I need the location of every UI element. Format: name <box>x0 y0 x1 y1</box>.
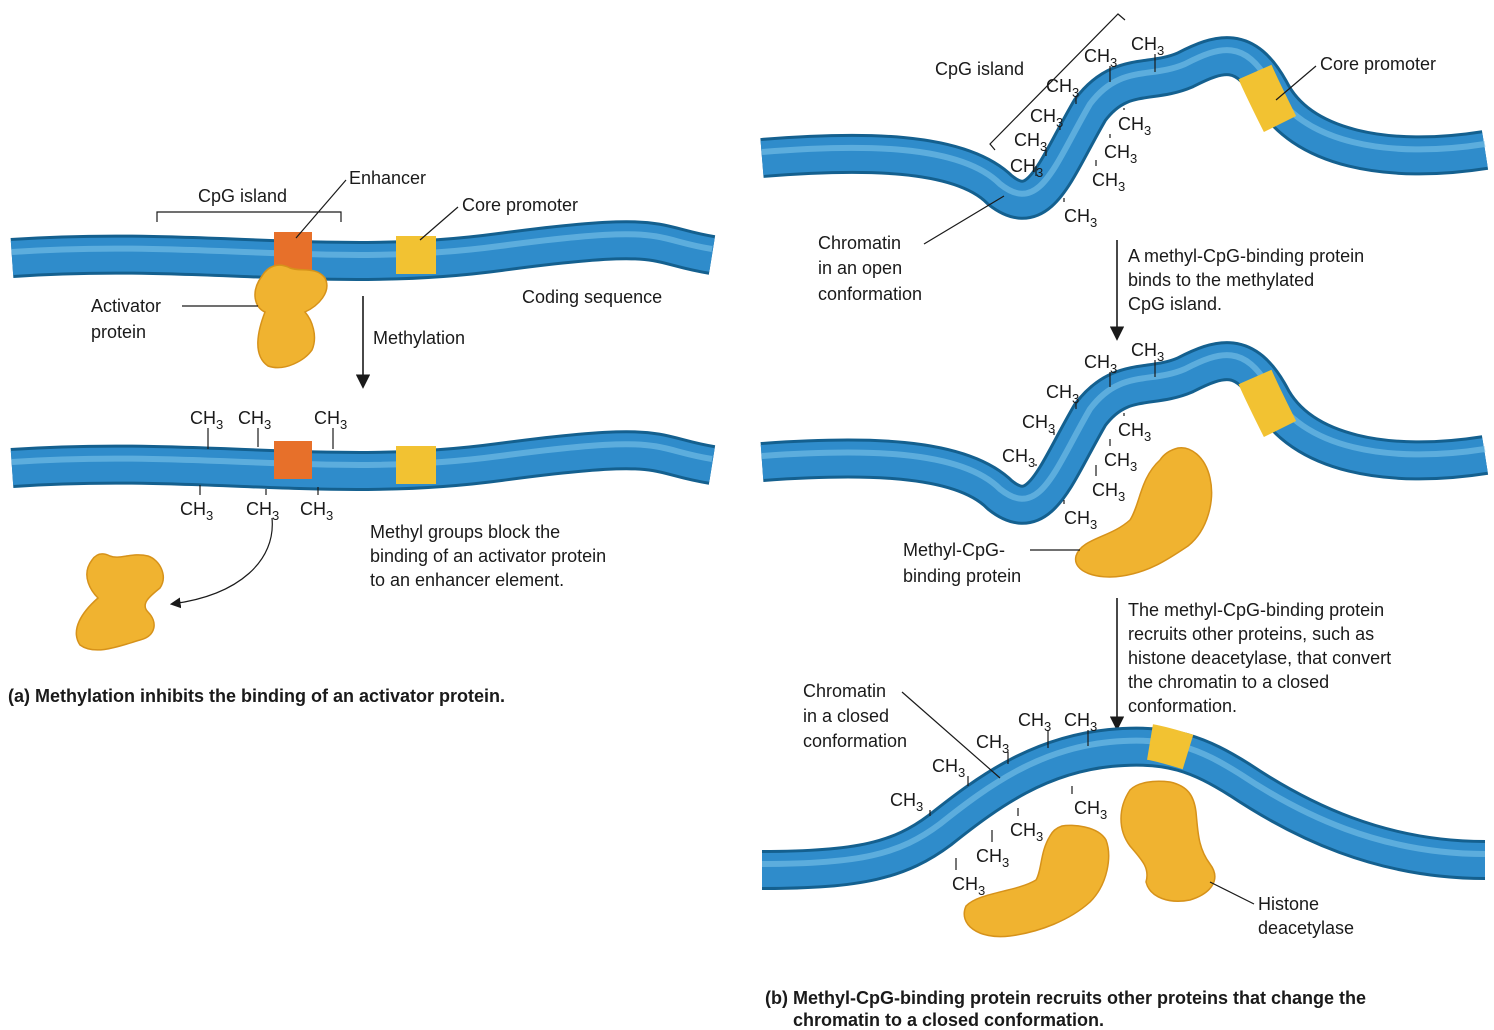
methyl-note-2: binding of an activator protein <box>370 546 606 566</box>
ch3-label: CH3 <box>1064 508 1097 532</box>
ch3-label: CH3 <box>1002 446 1035 470</box>
step1-note-2: binds to the methylated <box>1128 270 1314 290</box>
ch3-label: CH3 <box>1104 450 1137 474</box>
ch3-label: CH3 <box>890 790 923 814</box>
step2-note-2: recruits other proteins, such as <box>1128 624 1374 644</box>
methylation-label: Methylation <box>373 328 465 348</box>
panel-a: CpG island Enhancer Core promoter Activa… <box>8 168 712 706</box>
core-promoter-segment-closed <box>1150 742 1188 752</box>
activator-protein-bound <box>255 265 327 367</box>
step2-note-1: The methyl-CpG-binding protein <box>1128 600 1384 620</box>
coding-sequence-label: Coding sequence <box>522 287 662 307</box>
ch3-label: CH3 <box>1118 420 1151 444</box>
open-label-2: in an open <box>818 258 902 278</box>
mbp-label-1: Methyl-CpG- <box>903 540 1005 560</box>
core-promoter-segment-open <box>1255 72 1280 124</box>
activator-label-2: protein <box>91 322 146 342</box>
step2-note-5: conformation. <box>1128 696 1237 716</box>
ch3-label: CH3 <box>246 499 279 523</box>
ch3-label: CH3 <box>1131 34 1164 58</box>
open-label-3: conformation <box>818 284 922 304</box>
ch3-label: CH3 <box>1010 820 1043 844</box>
ch3-label: CH3 <box>1104 142 1137 166</box>
step2-note-4: the chromatin to a closed <box>1128 672 1329 692</box>
ch3-label: CH3 <box>1092 480 1125 504</box>
methyl-note-1: Methyl groups block the <box>370 522 560 542</box>
ch3-label: CH3 <box>180 499 213 523</box>
panel-a-caption: (a) Methylation inhibits the binding of … <box>8 686 505 706</box>
core-promoter-segment-bound <box>1255 377 1280 429</box>
panel-b: CpG island Core promoter CH3CH3CH3CH3CH3… <box>762 14 1485 1030</box>
dna-strand-unmethylated <box>12 232 712 274</box>
histone-deacetylase-protein <box>1121 781 1215 901</box>
ch3-label: CH3 <box>190 408 223 432</box>
core-promoter-segment-methylated <box>396 446 436 484</box>
ch3-label: CH3 <box>932 756 965 780</box>
ch3-label: CH3 <box>238 408 271 432</box>
panel-b-caption-1: (b) Methyl-CpG-binding protein recruits … <box>765 988 1366 1008</box>
ch3-label: CH3 <box>1092 170 1125 194</box>
core-promoter-label: Core promoter <box>462 195 578 215</box>
core-promoter-segment <box>396 236 436 274</box>
ch3-label: CH3 <box>952 874 985 898</box>
closed-label-3: conformation <box>803 731 907 751</box>
enhancer-segment <box>274 232 312 270</box>
core-promoter-label-b: Core promoter <box>1320 54 1436 74</box>
closed-label-2: in a closed <box>803 706 889 726</box>
ch3-label: CH3 <box>1084 352 1117 376</box>
enhancer-segment-methylated <box>274 441 312 479</box>
ch3-label: CH3 <box>976 846 1009 870</box>
ch3-label: CH3 <box>1046 76 1079 100</box>
enhancer-label: Enhancer <box>349 168 426 188</box>
ch3-label: CH3 <box>1131 340 1164 364</box>
ch3-label: CH3 <box>1064 206 1097 230</box>
ch3-label: CH3 <box>314 408 347 432</box>
cpg-island-label: CpG island <box>198 186 287 206</box>
ch3-label: CH3 <box>1030 106 1063 130</box>
dna-strand-methylated <box>12 441 712 484</box>
ch3-label: CH3 <box>1064 710 1097 734</box>
methyl-note-3: to an enhancer element. <box>370 570 564 590</box>
release-arrow <box>172 518 272 604</box>
panel-b-caption-2: chromatin to a closed conformation. <box>793 1010 1104 1030</box>
step1-note-3: CpG island. <box>1128 294 1222 314</box>
ch3-label: CH3 <box>1046 382 1079 406</box>
ch3-label: CH3 <box>976 732 1009 756</box>
mbp-label-2: binding protein <box>903 566 1021 586</box>
ch3-label: CH3 <box>1022 412 1055 436</box>
ch3-label: CH3 <box>1084 46 1117 70</box>
ch3-label: CH3 <box>1118 114 1151 138</box>
closed-label-1: Chromatin <box>803 681 886 701</box>
step1-note-1: A methyl-CpG-binding protein <box>1128 246 1364 266</box>
ch3-label: CH3 <box>1074 798 1107 822</box>
ch3-label: CH3 <box>300 499 333 523</box>
activator-protein-released <box>76 554 163 650</box>
hdac-label-2: deacetylase <box>1258 918 1354 938</box>
ch3-label: CH3 <box>1018 710 1051 734</box>
step2-note-3: histone deacetylase, that convert <box>1128 648 1391 668</box>
cpg-island-label-b: CpG island <box>935 59 1024 79</box>
activator-label-1: Activator <box>91 296 161 316</box>
open-label-1: Chromatin <box>818 233 901 253</box>
hdac-label-1: Histone <box>1258 894 1319 914</box>
ch3-label: CH3 <box>1014 130 1047 154</box>
